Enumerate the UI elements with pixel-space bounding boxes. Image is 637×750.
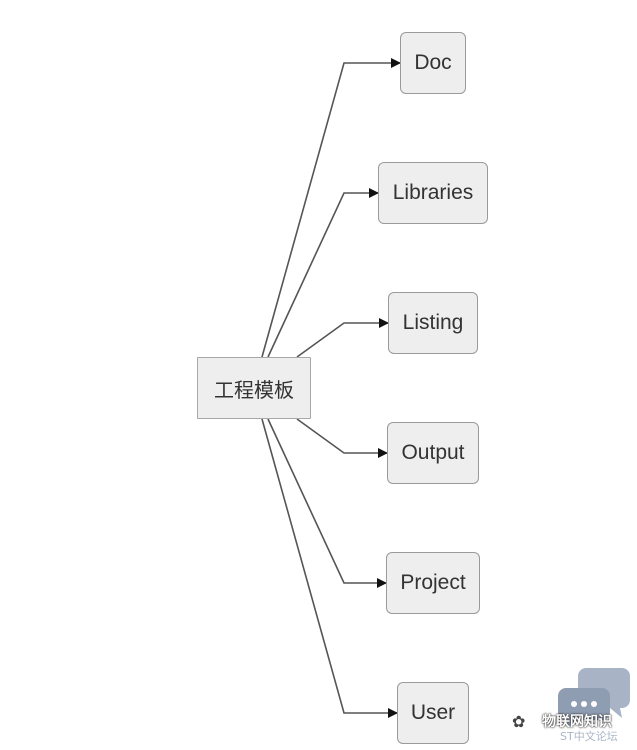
- node-libraries: Libraries: [378, 162, 488, 224]
- edge-root-to-listing: [296, 318, 389, 358]
- node-listing: Listing: [388, 292, 478, 354]
- edge-root-to-output: [296, 418, 388, 458]
- edge-root-to-project: [267, 418, 387, 588]
- watermark-site-name: ST中文论坛: [560, 730, 618, 743]
- watermark: ✿ 物联网知识 ST中文论坛: [512, 662, 637, 750]
- wechat-icon: ✿: [512, 714, 526, 731]
- watermark-account-name: 物联网知识: [542, 714, 612, 730]
- node-project: Project: [386, 552, 480, 614]
- node-user: User: [397, 682, 469, 744]
- edge-root-to-user: [261, 418, 398, 718]
- chat-bubbles-icon: [558, 668, 630, 726]
- node-output: Output: [387, 422, 479, 484]
- edge-root-to-doc: [261, 58, 401, 358]
- node-doc: Doc: [400, 32, 466, 94]
- edge-root-to-libraries: [267, 188, 379, 358]
- root-node: 工程模板: [197, 357, 311, 419]
